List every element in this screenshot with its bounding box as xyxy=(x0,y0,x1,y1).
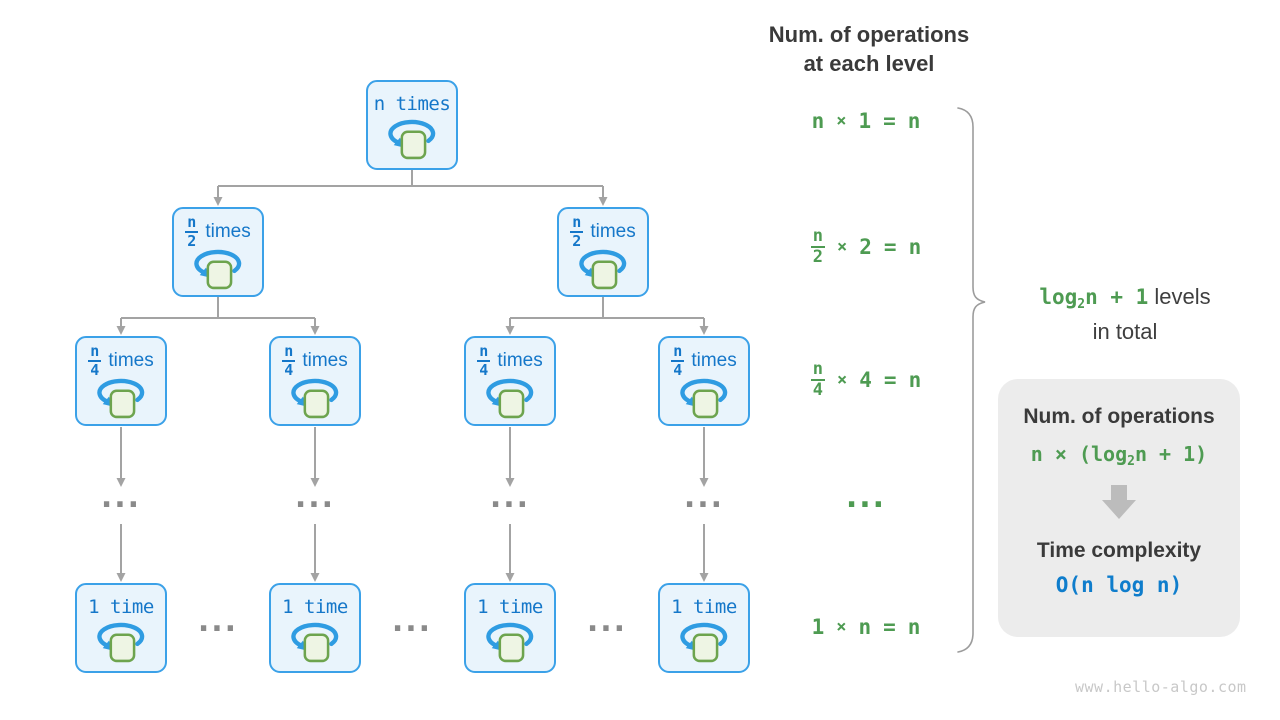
levels-note-line1: log2n + 1 levels xyxy=(1039,284,1211,312)
node-label: 1 time xyxy=(282,596,348,618)
loop-icon xyxy=(579,249,627,290)
column-header-line2: at each level xyxy=(803,51,935,76)
loop-icon xyxy=(291,378,339,419)
node-label: 1 time xyxy=(671,596,737,618)
loop-icon-slot xyxy=(284,621,346,666)
operation-block-icon xyxy=(692,633,719,663)
node-label: n times xyxy=(373,93,451,115)
loop-icon xyxy=(194,249,242,290)
loop-icon-slot xyxy=(381,118,443,163)
operation-block-icon xyxy=(692,389,719,419)
operation-block-icon xyxy=(400,130,427,160)
summary-title: Num. of operations xyxy=(1023,405,1215,428)
loop-icon xyxy=(680,378,728,419)
tree-node-root: n times xyxy=(366,80,458,170)
operation-block-icon xyxy=(303,633,330,663)
formula-level-1: n×1=n xyxy=(811,109,921,133)
loop-icon-slot xyxy=(284,377,346,422)
tree-node-l4-3: 1 time xyxy=(464,583,556,673)
operation-block-icon xyxy=(303,389,330,419)
loop-icon xyxy=(486,622,534,663)
tree-node-l4-2: 1 time xyxy=(269,583,361,673)
loop-icon-slot xyxy=(673,377,735,422)
loop-icon-slot xyxy=(479,377,541,422)
vertical-ellipsis: ... xyxy=(294,480,336,515)
loop-icon xyxy=(97,622,145,663)
vertical-ellipsis: ... xyxy=(100,480,142,515)
levels-brace xyxy=(957,107,986,653)
column-header: Num. of operations at each level xyxy=(749,20,989,78)
horizontal-ellipsis: ... xyxy=(391,604,433,639)
node-label: 1 time xyxy=(477,596,543,618)
operation-block-icon xyxy=(591,260,618,290)
loop-icon xyxy=(680,622,728,663)
levels-formula: log2n + 1 xyxy=(1039,285,1149,312)
summary-box: Num. of operations n × (log2n + 1) Time … xyxy=(998,379,1240,637)
loop-icon xyxy=(97,378,145,419)
summary-formula: n × (log2n + 1) xyxy=(1030,442,1208,469)
loop-icon-slot xyxy=(479,621,541,666)
loop-icon-slot xyxy=(673,621,735,666)
levels-note: log2n + 1 levels in total xyxy=(1000,283,1250,345)
operation-block-icon xyxy=(109,389,136,419)
loop-icon-slot xyxy=(187,248,249,293)
node-label: 1 time xyxy=(88,596,154,618)
operation-block-icon xyxy=(498,633,525,663)
connector-lines xyxy=(120,170,705,574)
loop-icon xyxy=(291,622,339,663)
loop-icon xyxy=(388,119,436,160)
loop-icon-slot xyxy=(90,377,152,422)
horizontal-ellipsis: ... xyxy=(197,604,239,639)
down-arrow-icon xyxy=(1102,485,1136,519)
connector-arrowheads xyxy=(116,197,709,582)
tree-node-l4-1: 1 time xyxy=(75,583,167,673)
complexity-title: Time complexity xyxy=(1036,539,1202,562)
vertical-ellipsis: ... xyxy=(489,480,531,515)
complexity-value: O(n log n) xyxy=(1055,573,1183,597)
watermark: www.hello-algo.com xyxy=(1075,678,1247,696)
horizontal-ellipsis: ... xyxy=(586,604,628,639)
operation-block-icon xyxy=(498,389,525,419)
loop-icon-slot xyxy=(572,248,634,293)
loop-icon xyxy=(486,378,534,419)
tree-node-l4-4: 1 time xyxy=(658,583,750,673)
formula-ellipsis: ... xyxy=(845,480,887,515)
formula-level-last: 1×n=n xyxy=(811,615,921,639)
vertical-ellipsis: ... xyxy=(683,480,725,515)
operation-block-icon xyxy=(109,633,136,663)
loop-icon-slot xyxy=(90,621,152,666)
operation-block-icon xyxy=(206,260,233,290)
column-header-line1: Num. of operations xyxy=(768,22,970,47)
levels-note-line2: in total xyxy=(1092,319,1158,344)
